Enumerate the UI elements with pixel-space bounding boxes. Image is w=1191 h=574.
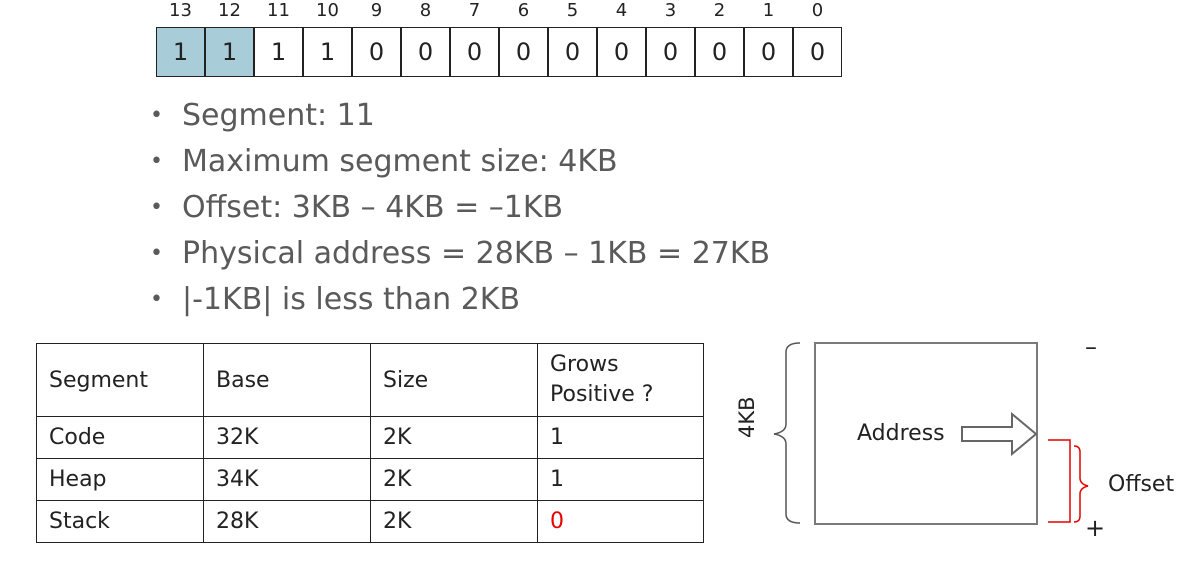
segment-table: Segment Base Size Grows Positive ? Code … [36,343,704,543]
bullet-icon: • [150,194,163,220]
cell-grows: 1 [537,458,704,501]
size-brace-icon [773,342,801,524]
bit-cell-offset: 1 [303,27,352,77]
bit-cell-offset: 1 [254,27,303,77]
bit-cell-offset: 0 [450,27,499,77]
bullet-icon: • [150,148,163,174]
bit-cell-offset: 0 [744,27,793,77]
cell-size: 2K [370,500,538,543]
bit-position-label: 8 [419,0,432,21]
explanation-list: • Segment: 11 • Maximum segment size: 4K… [150,92,770,322]
bullet-text: Segment: 11 [182,97,375,133]
header-base: Base [203,343,371,417]
cell-grows: 1 [537,416,704,459]
address-label: Address [857,421,945,446]
bullet-icon: • [150,102,163,128]
list-item: • Offset: 3KB – 4KB = –1KB [150,184,770,230]
cell-base: 32K [203,416,371,459]
bit-cell-offset: 0 [597,27,646,77]
plus-sign: + [1085,514,1106,542]
list-item: • Maximum segment size: 4KB [150,138,770,184]
bit-position-label: 6 [517,0,530,21]
bit-cell-offset: 0 [695,27,744,77]
list-item: • Physical address = 28KB – 1KB = 27KB [150,230,770,276]
bit-position-label: 3 [664,0,677,21]
cell-size: 2K [370,458,538,501]
bit-position-label: 9 [370,0,383,21]
cell-segment: Code [36,416,204,459]
minus-sign: – [1085,333,1097,361]
bit-cell-offset: 0 [646,27,695,77]
bit-cell-segment: 1 [205,27,254,77]
bullet-text: Physical address = 28KB – 1KB = 27KB [182,235,771,271]
table-row: Heap 34K 2K 1 [36,458,704,501]
bit-position-label: 12 [218,0,241,21]
bullet-icon: • [150,286,163,312]
bit-position-label: 11 [267,0,290,21]
right-arrow-icon [961,411,1038,457]
bullet-text: |-1KB| is less than 2KB [182,281,521,317]
list-item: • Segment: 11 [150,92,770,138]
bit-cell-offset: 0 [548,27,597,77]
bit-position-label: 13 [169,0,192,21]
list-item: • |-1KB| is less than 2KB [150,276,770,322]
cell-segment: Heap [36,458,204,501]
bit-position-label: 2 [713,0,726,21]
bit-position-label: 4 [615,0,628,21]
header-grows-positive-label: Grows Positive ? [550,352,654,407]
bit-position-label: 5 [566,0,579,21]
table-header-row: Segment Base Size Grows Positive ? [36,343,704,417]
bit-cell-offset: 0 [352,27,401,77]
size-label: 4KB [735,396,759,438]
bit-cell-offset: 0 [401,27,450,77]
bit-position-label: 0 [811,0,824,21]
bit-position-label: 7 [468,0,481,21]
cell-grows-stack: 0 [537,500,704,543]
header-segment: Segment [36,343,204,417]
cell-segment: Stack [36,500,204,543]
cell-size: 2K [370,416,538,459]
offset-brace-icon [1073,445,1089,523]
bullet-text: Offset: 3KB – 4KB = –1KB [182,189,564,225]
offset-bracket-icon [1048,439,1071,523]
bullet-icon: • [150,240,163,266]
bit-cell-offset: 0 [793,27,842,77]
table-row: Code 32K 2K 1 [36,416,704,459]
bullet-text: Maximum segment size: 4KB [182,143,618,179]
bit-position-label: 1 [762,0,775,21]
header-grows-positive: Grows Positive ? [537,343,704,417]
bit-position-label: 10 [316,0,339,21]
bit-cell-segment: 1 [156,27,205,77]
offset-label: Offset [1108,472,1175,497]
bit-cell-offset: 0 [499,27,548,77]
table-row: Stack 28K 2K 0 [36,500,704,543]
